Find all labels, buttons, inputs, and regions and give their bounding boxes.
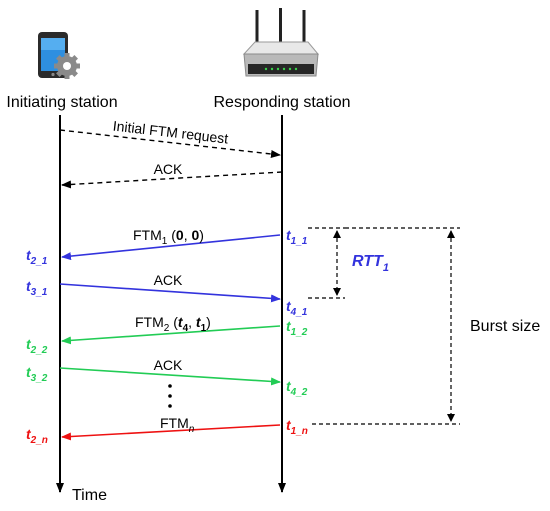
responding-station-label: Responding station [214,94,351,111]
timestamp-t1-n: t1_n [286,417,308,437]
ftm2-arrow [61,325,281,345]
timestamp-t2-2: t2_2 [26,336,48,356]
timestamp-t2-1: t2_1 [26,247,48,267]
timestamp-t1-1: t1_1 [286,227,308,247]
timestamp-t3-2: t3_2 [26,364,48,384]
timestamp-t2-n: t2_n [26,426,48,446]
time-axis-label: Time [72,487,107,504]
ack-dashed-arrow [61,171,283,189]
ack1-arrow [59,283,281,303]
timestamp-t4-1: t4_1 [286,298,308,318]
ftm1-label: FTM1 (0, 0) [133,227,204,247]
ftm1-arrow [61,234,281,261]
ftmn-label: FTMn [160,415,195,435]
ack2-label: ACK [154,357,183,373]
rtt-label: RTT1 [352,253,389,274]
burst-size-label: Burst size [470,318,540,335]
burst-size-bracket [312,227,460,425]
smartphone-gear-icon [38,32,80,79]
ack-dashed-label: ACK [154,161,183,177]
timestamp-t3-1: t3_1 [26,278,48,298]
initiating-station-label: Initiating station [6,94,117,111]
rtt-bracket [308,227,345,299]
ellipsis-dots [168,384,172,408]
wifi-router-icon [242,8,320,77]
ack2-arrow [59,367,281,386]
ack1-label: ACK [154,272,183,288]
initial-request-arrow [59,129,281,158]
ftm2-label: FTM2 (t4, t1) [135,314,211,334]
timestamp-t1-2: t1_2 [286,318,308,338]
ftmn-arrow [61,424,281,441]
timestamp-t4-2: t4_2 [286,378,308,398]
